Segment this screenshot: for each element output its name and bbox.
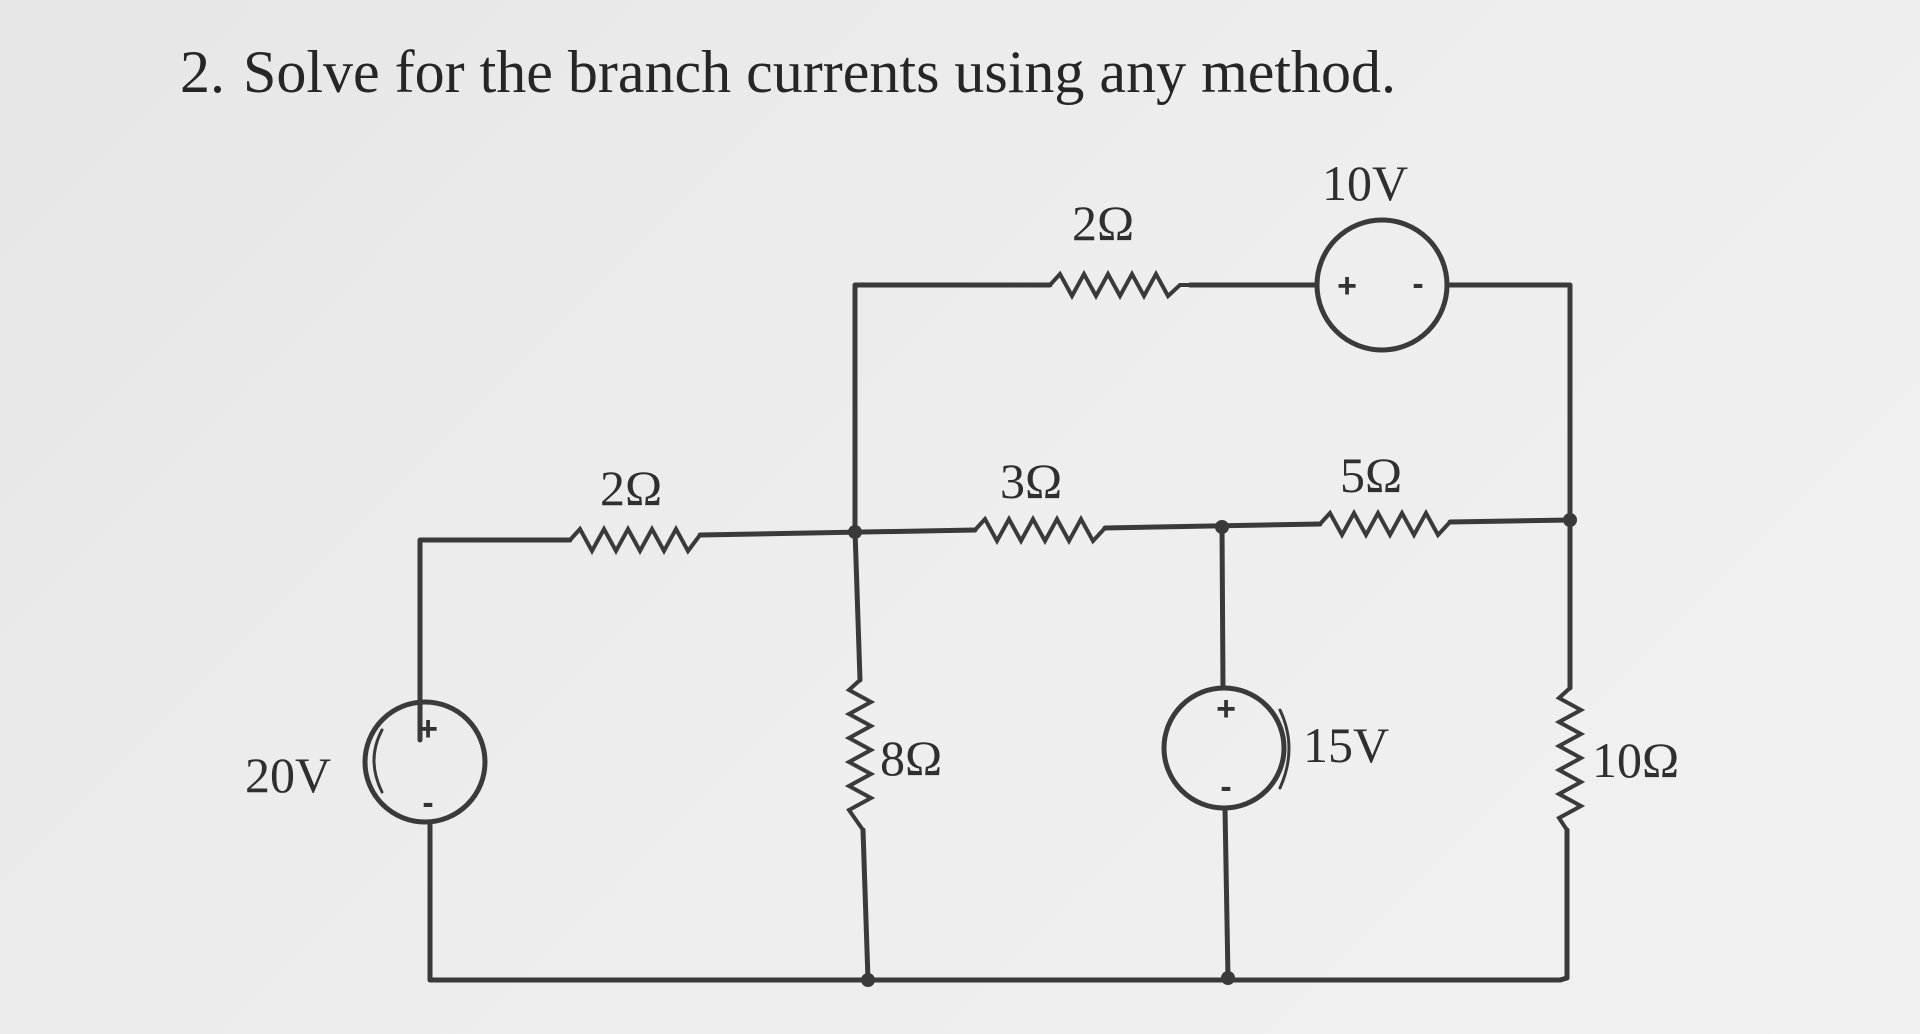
wire-mid-1 xyxy=(697,527,978,538)
wire-mid-2 xyxy=(1102,521,1323,531)
label-center-15v: 15V xyxy=(1303,717,1389,773)
resistor-top-2ohm xyxy=(1048,269,1190,301)
resistor-mid-3ohm xyxy=(973,514,1107,546)
source-top-minus: - xyxy=(1412,265,1423,303)
label-top-10v: 10V xyxy=(1322,155,1408,211)
node-mid-right xyxy=(1563,513,1577,527)
source-left-minus: - xyxy=(422,784,433,822)
resistor-left-2ohm xyxy=(568,524,702,556)
source-left-20v: + - xyxy=(362,699,488,825)
wire-top-left xyxy=(852,282,1053,533)
node-mid-center xyxy=(1215,520,1229,534)
label-mid-3ohm: 3Ω xyxy=(1000,453,1062,509)
wire-8ohm-bottom xyxy=(860,827,871,983)
label-left-2ohm: 2Ω xyxy=(600,460,662,516)
bracket-20v xyxy=(372,728,384,794)
node-bottom-left xyxy=(861,973,875,987)
source-center-plus: + xyxy=(1216,690,1236,728)
source-top-plus: + xyxy=(1337,267,1357,305)
source-center-circle xyxy=(1161,685,1287,811)
source-left-plus: + xyxy=(418,710,438,748)
source-left-circle xyxy=(362,699,488,825)
question-text: 2. Solve for the branch currents using an… xyxy=(180,38,1396,107)
circuit-wires xyxy=(417,282,1573,983)
label-left-20v: 20V xyxy=(245,747,331,803)
label-right-5ohm: 5Ω xyxy=(1340,447,1402,503)
label-top-2ohm: 2Ω xyxy=(1072,195,1134,251)
source-center-15v: + - xyxy=(1161,685,1287,811)
wire-left-top xyxy=(417,537,573,743)
wire-8ohm-top xyxy=(852,527,863,683)
bracket-15v xyxy=(1278,708,1291,790)
wire-15v-bottom xyxy=(1222,805,1231,981)
node-bottom-center xyxy=(1221,971,1235,985)
wire-15v-top xyxy=(1219,523,1226,691)
wire-mid-3 xyxy=(1447,517,1573,525)
label-right-10ohm: 10Ω xyxy=(1592,732,1679,788)
wire-top-right xyxy=(1444,282,1573,523)
source-top-10v: + - xyxy=(1314,217,1450,353)
resistor-right-5ohm xyxy=(1318,508,1452,540)
resistor-right-10ohm xyxy=(1554,686,1586,832)
node-mid-left xyxy=(848,525,862,539)
wire-10ohm-bottom xyxy=(1557,827,1570,983)
label-center-8ohm: 8Ω xyxy=(880,730,942,786)
source-top-circle xyxy=(1314,217,1450,353)
wire-bottom-rail xyxy=(427,819,1563,983)
source-center-minus: - xyxy=(1220,768,1231,806)
question-number: 2. xyxy=(180,39,225,105)
resistor-center-8ohm xyxy=(844,678,876,832)
question-prompt: Solve for the branch currents using any … xyxy=(243,39,1397,105)
